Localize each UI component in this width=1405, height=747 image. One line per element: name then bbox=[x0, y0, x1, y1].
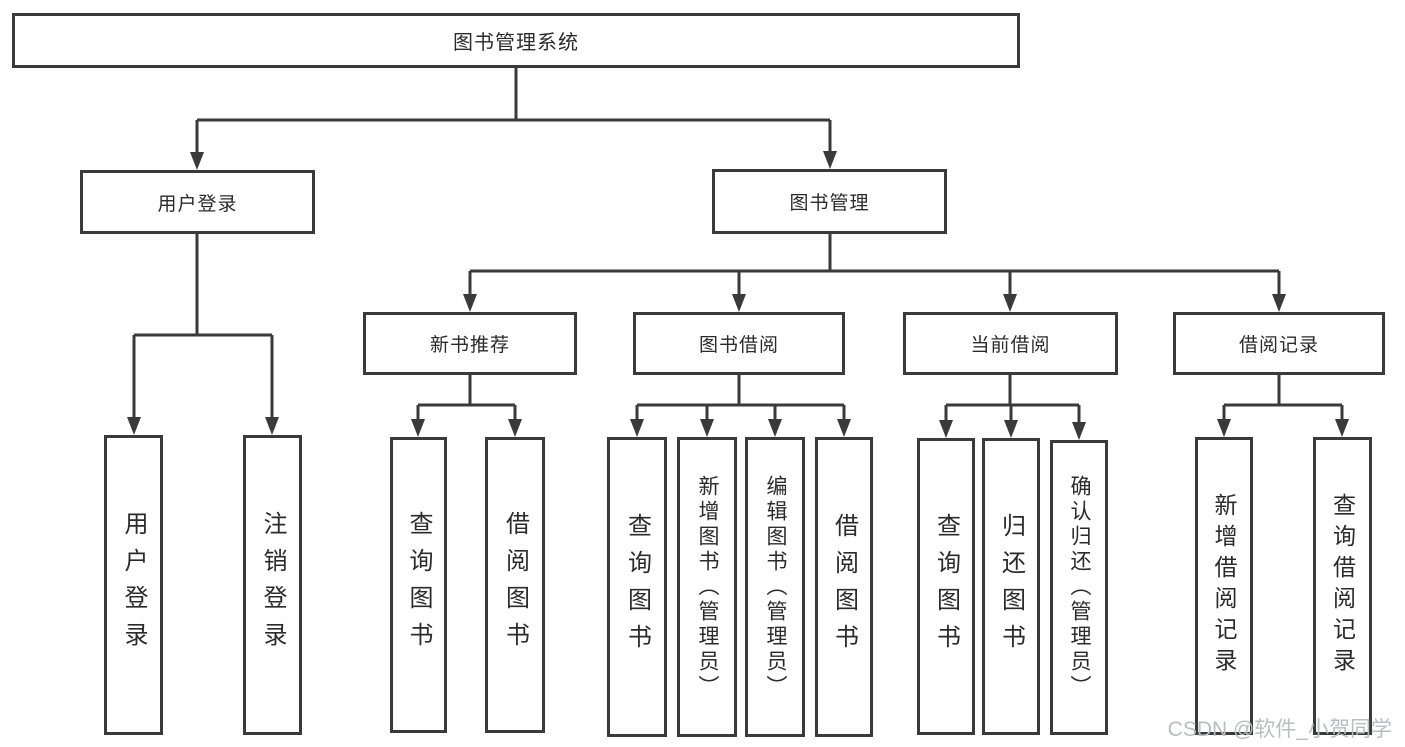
leaf-logout: 注销登录 bbox=[243, 435, 302, 735]
leaf-add-borrow-record: 新增借阅记录 bbox=[1195, 437, 1253, 735]
node-label: 确认归还（管理员） bbox=[1068, 475, 1091, 700]
node-label: 借阅图书 bbox=[830, 513, 858, 661]
node-label: 查询图书 bbox=[405, 511, 432, 659]
node-label: 查询借阅记录 bbox=[1329, 493, 1356, 679]
node-user-login: 用户登录 bbox=[80, 170, 315, 234]
node-label: 查询图书 bbox=[932, 512, 960, 661]
leaf-add-book-admin: 新增图书（管理员） bbox=[677, 437, 737, 737]
node-label: 查询图书 bbox=[623, 513, 651, 661]
leaf-return-books: 归还图书 bbox=[982, 438, 1040, 735]
leaf-query-books-3: 查询图书 bbox=[917, 438, 975, 735]
node-label: 用户登录 bbox=[157, 193, 238, 215]
node-label: 当前借阅 bbox=[970, 335, 1051, 356]
node-label: 图书管理 bbox=[789, 193, 870, 214]
node-label: 新增借阅记录 bbox=[1211, 493, 1237, 679]
node-label: 图书借阅 bbox=[698, 335, 779, 356]
leaf-borrow-books: 借阅图书 bbox=[485, 437, 545, 733]
node-label: 归还图书 bbox=[997, 512, 1025, 661]
node-book-management: 图书管理 bbox=[712, 169, 947, 234]
arrowheads bbox=[127, 151, 1349, 440]
node-label: 借阅图书 bbox=[501, 511, 529, 659]
node-label: 新书推荐 bbox=[429, 335, 510, 356]
leaf-query-books-2: 查询图书 bbox=[607, 437, 667, 737]
leaf-edit-book-admin: 编辑图书（管理员） bbox=[745, 437, 805, 737]
node-label: 用户登录 bbox=[120, 511, 147, 659]
leaf-confirm-return-admin: 确认归还（管理员） bbox=[1050, 440, 1108, 735]
node-label: 图书管理系统 bbox=[453, 32, 579, 54]
node-label: 注销登录 bbox=[259, 511, 286, 659]
leaf-borrow-books-2: 借阅图书 bbox=[815, 437, 873, 737]
node-borrow-records: 借阅记录 bbox=[1173, 312, 1385, 375]
node-library-system: 图书管理系统 bbox=[12, 13, 1020, 68]
node-current-borrowing: 当前借阅 bbox=[903, 312, 1118, 375]
node-book-borrowing: 图书借阅 bbox=[633, 312, 845, 375]
node-label: 编辑图书（管理员） bbox=[764, 474, 787, 700]
node-label: 借阅记录 bbox=[1238, 335, 1319, 356]
node-new-book-recommend: 新书推荐 bbox=[363, 312, 577, 375]
node-label: 新增图书（管理员） bbox=[696, 474, 719, 700]
leaf-query-borrow-record: 查询借阅记录 bbox=[1313, 437, 1372, 735]
leaf-query-books: 查询图书 bbox=[390, 437, 447, 733]
csdn-watermark: CSDN @软件_小贺同学 bbox=[1167, 718, 1392, 741]
leaf-user-login: 用户登录 bbox=[104, 435, 163, 735]
